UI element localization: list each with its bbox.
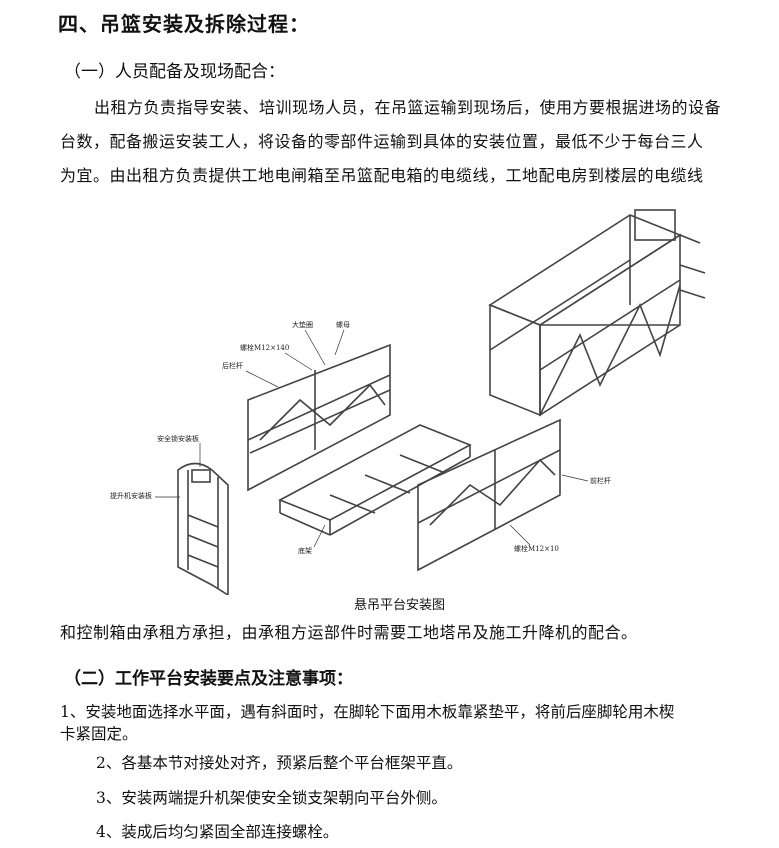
subsection-title-platform: （二）工作平台安装要点及注意事项：	[64, 669, 353, 689]
label-rear-rail: 后栏杆	[222, 361, 243, 370]
paragraph-staffing: 出租方负责指导安装、培训现场人员，在吊篮运输到现场后，使用方要根据进场的设备 台…	[60, 91, 760, 193]
hoist-frame	[177, 462, 229, 595]
paragraph-line: 台数，配备搬运安装工人，将设备的零部件运输到具体的安装位置，最低不少于每台三人	[60, 132, 704, 151]
label-bolt-10: 螺栓M12×10	[514, 544, 559, 553]
leader-lines	[155, 329, 589, 548]
paragraph-line: 为宜。由出租方负责提供工地电闸箱至吊篮配电箱的电缆线，工地配电房到楼层的电缆线	[60, 166, 704, 185]
label-lock-plate: 安全锁安装板	[157, 434, 199, 443]
label-big-washer: 大垫圈	[292, 320, 313, 329]
list-item: 2、各基本节对接处对齐，预紧后整个平台框架平直。	[96, 754, 463, 772]
platform-assembly-diagram: 大垫圈 螺母 螺栓M12×140 后栏杆 安全锁安装板 提升机安装板 底架 前栏…	[110, 209, 706, 595]
figure-caption: 悬吊平台安装图	[354, 598, 446, 613]
subsection-title-staffing: （一）人员配备及现场配合：	[64, 62, 285, 82]
rear-rail	[247, 343, 391, 492]
paragraph-line: 出租方负责指导安装、培训现场人员，在吊篮运输到现场后，使用方要根据进场的设备	[94, 98, 722, 117]
label-front-rail: 前栏杆	[590, 476, 611, 485]
list-item-continued: 卡紧固定。	[60, 725, 138, 743]
list-item: 1、安装地面选择水平面，遇有斜面时，在脚轮下面用木板靠紧垫平，将前后座脚轮用木楔	[60, 703, 675, 721]
base-frame	[278, 424, 472, 536]
assembled-platform	[488, 209, 706, 417]
list-item: 3、安装两端提升机架使安全锁支架朝向平台外侧。	[96, 789, 447, 807]
label-bolt-140: 螺栓M12×140	[240, 343, 289, 352]
label-base: 底架	[298, 546, 312, 555]
front-rail	[417, 418, 561, 572]
paragraph-continued: 和控制箱由承租方承担，由承租方运部件时需要工地塔吊及施工升降机的配合。	[60, 623, 638, 642]
label-nut: 螺母	[336, 320, 350, 329]
list-item: 4、装成后均匀紧固全部连接螺栓。	[96, 823, 339, 841]
label-hoist-plate: 提升机安装板	[110, 491, 152, 500]
diagram-labels: 大垫圈 螺母 螺栓M12×140 后栏杆 安全锁安装板 提升机安装板 底架 前栏…	[110, 320, 611, 555]
diagram-drawing	[177, 209, 706, 595]
section-title: 四、吊篮安装及拆除过程：	[58, 12, 310, 36]
